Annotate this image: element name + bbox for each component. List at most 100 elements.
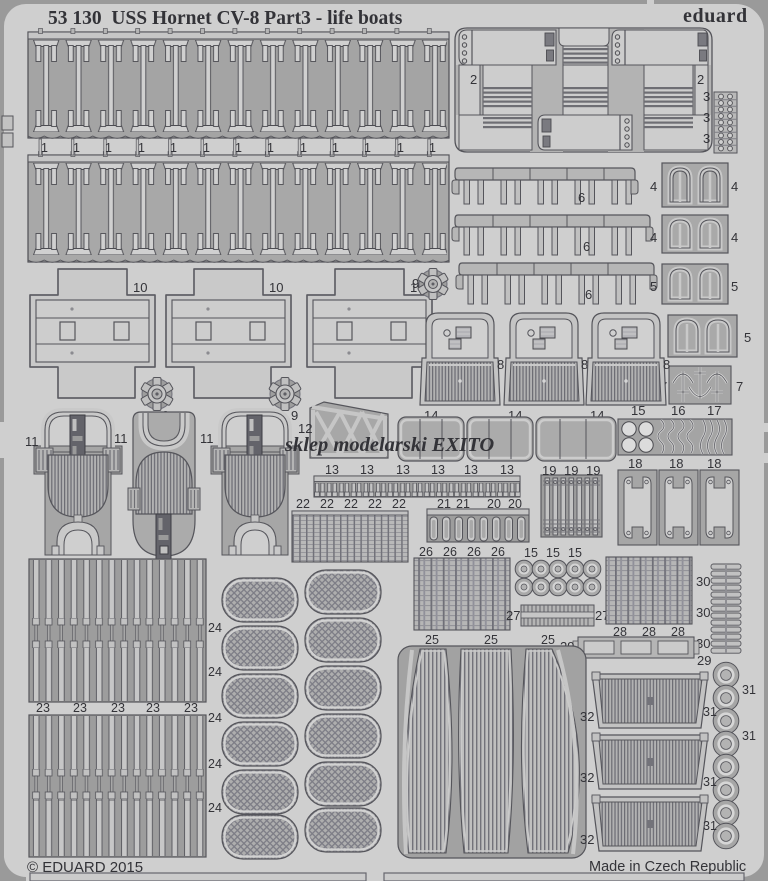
svg-text:12: 12 bbox=[298, 421, 312, 436]
svg-text:19: 19 bbox=[586, 463, 600, 478]
svg-text:15: 15 bbox=[631, 403, 645, 418]
svg-text:5: 5 bbox=[744, 330, 751, 345]
svg-text:31: 31 bbox=[703, 819, 717, 833]
svg-text:11: 11 bbox=[114, 431, 128, 446]
svg-text:25: 25 bbox=[541, 633, 555, 647]
svg-text:20: 20 bbox=[508, 497, 522, 511]
svg-text:1: 1 bbox=[300, 141, 307, 155]
svg-text:4: 4 bbox=[731, 179, 738, 194]
svg-text:6: 6 bbox=[585, 287, 592, 302]
svg-text:23: 23 bbox=[146, 701, 160, 715]
svg-text:6: 6 bbox=[583, 239, 590, 254]
svg-text:11: 11 bbox=[200, 431, 214, 446]
svg-text:32: 32 bbox=[580, 709, 594, 724]
svg-text:9: 9 bbox=[412, 276, 419, 291]
svg-text:21: 21 bbox=[456, 497, 470, 511]
svg-text:13: 13 bbox=[431, 463, 445, 477]
svg-text:3: 3 bbox=[703, 110, 710, 125]
svg-text:15: 15 bbox=[546, 546, 560, 560]
svg-text:31: 31 bbox=[742, 683, 756, 697]
svg-text:13: 13 bbox=[360, 463, 374, 477]
svg-text:1: 1 bbox=[73, 141, 80, 155]
svg-text:22: 22 bbox=[344, 497, 358, 511]
svg-text:18: 18 bbox=[707, 456, 721, 471]
svg-text:23: 23 bbox=[184, 701, 198, 715]
svg-text:28: 28 bbox=[671, 625, 685, 639]
svg-text:5: 5 bbox=[650, 279, 657, 294]
svg-text:1: 1 bbox=[267, 141, 274, 155]
svg-text:31: 31 bbox=[703, 705, 717, 719]
svg-text:26: 26 bbox=[419, 545, 433, 559]
svg-text:22: 22 bbox=[368, 497, 382, 511]
svg-text:16: 16 bbox=[671, 403, 685, 418]
svg-text:26: 26 bbox=[443, 545, 457, 559]
svg-text:3: 3 bbox=[703, 89, 710, 104]
svg-text:15: 15 bbox=[568, 546, 582, 560]
svg-text:1: 1 bbox=[397, 141, 404, 155]
svg-text:4: 4 bbox=[650, 230, 657, 245]
svg-text:13: 13 bbox=[464, 463, 478, 477]
svg-text:21: 21 bbox=[437, 497, 451, 511]
svg-text:25: 25 bbox=[425, 633, 439, 647]
svg-text:24: 24 bbox=[208, 801, 222, 815]
svg-text:1: 1 bbox=[41, 141, 48, 155]
svg-text:31: 31 bbox=[742, 729, 756, 743]
svg-text:eduard: eduard bbox=[683, 5, 748, 27]
svg-text:1: 1 bbox=[170, 141, 177, 155]
svg-text:10: 10 bbox=[269, 280, 283, 295]
svg-text:4: 4 bbox=[650, 179, 657, 194]
svg-text:18: 18 bbox=[628, 456, 642, 471]
svg-text:28: 28 bbox=[613, 625, 627, 639]
svg-text:23: 23 bbox=[111, 701, 125, 715]
svg-text:15: 15 bbox=[524, 546, 538, 560]
svg-text:9: 9 bbox=[291, 408, 298, 423]
svg-text:8: 8 bbox=[497, 357, 504, 372]
svg-text:24: 24 bbox=[208, 711, 222, 725]
svg-text:19: 19 bbox=[542, 463, 556, 478]
svg-text:13: 13 bbox=[325, 463, 339, 477]
svg-text:24: 24 bbox=[208, 621, 222, 635]
svg-text:3: 3 bbox=[703, 131, 710, 146]
svg-text:2: 2 bbox=[697, 72, 704, 87]
svg-text:17: 17 bbox=[707, 403, 721, 418]
svg-text:26: 26 bbox=[467, 545, 481, 559]
svg-text:Made in Czech Republic: Made in Czech Republic bbox=[589, 859, 746, 875]
svg-text:13: 13 bbox=[500, 463, 514, 477]
svg-text:1: 1 bbox=[332, 141, 339, 155]
svg-text:1: 1 bbox=[429, 141, 436, 155]
svg-text:32: 32 bbox=[580, 770, 594, 785]
svg-text:30: 30 bbox=[696, 605, 710, 620]
svg-text:1: 1 bbox=[203, 141, 210, 155]
svg-text:18: 18 bbox=[669, 456, 683, 471]
svg-text:1: 1 bbox=[235, 141, 242, 155]
svg-text:30: 30 bbox=[696, 636, 710, 651]
svg-text:13: 13 bbox=[396, 463, 410, 477]
svg-text:11: 11 bbox=[25, 434, 39, 449]
svg-text:7: 7 bbox=[736, 379, 743, 394]
svg-text:30: 30 bbox=[696, 574, 710, 589]
svg-text:28: 28 bbox=[642, 625, 656, 639]
svg-text:20: 20 bbox=[487, 497, 501, 511]
svg-text:53 130 USS Hornet CV-8 Part3: 53 130 USS Hornet CV-8 Part3 - life boat… bbox=[48, 8, 403, 29]
svg-text:4: 4 bbox=[731, 230, 738, 245]
svg-text:sklep modelarski EXITO: sklep modelarski EXITO bbox=[284, 434, 494, 456]
svg-text:32: 32 bbox=[580, 832, 594, 847]
svg-text:6: 6 bbox=[578, 190, 585, 205]
svg-text:5: 5 bbox=[731, 279, 738, 294]
svg-text:1: 1 bbox=[364, 141, 371, 155]
svg-text:26: 26 bbox=[491, 545, 505, 559]
svg-text:24: 24 bbox=[208, 665, 222, 679]
svg-text:27: 27 bbox=[506, 608, 520, 623]
svg-text:23: 23 bbox=[36, 701, 50, 715]
svg-text:2: 2 bbox=[470, 72, 477, 87]
svg-text:22: 22 bbox=[392, 497, 406, 511]
svg-text:8: 8 bbox=[663, 357, 670, 372]
svg-text:24: 24 bbox=[208, 757, 222, 771]
svg-text:29: 29 bbox=[697, 653, 711, 668]
svg-text:22: 22 bbox=[320, 497, 334, 511]
svg-text:1: 1 bbox=[105, 141, 112, 155]
svg-text:25: 25 bbox=[484, 633, 498, 647]
svg-text:23: 23 bbox=[73, 701, 87, 715]
svg-text:1: 1 bbox=[138, 141, 145, 155]
svg-text:© EDUARD 2015: © EDUARD 2015 bbox=[27, 859, 143, 876]
